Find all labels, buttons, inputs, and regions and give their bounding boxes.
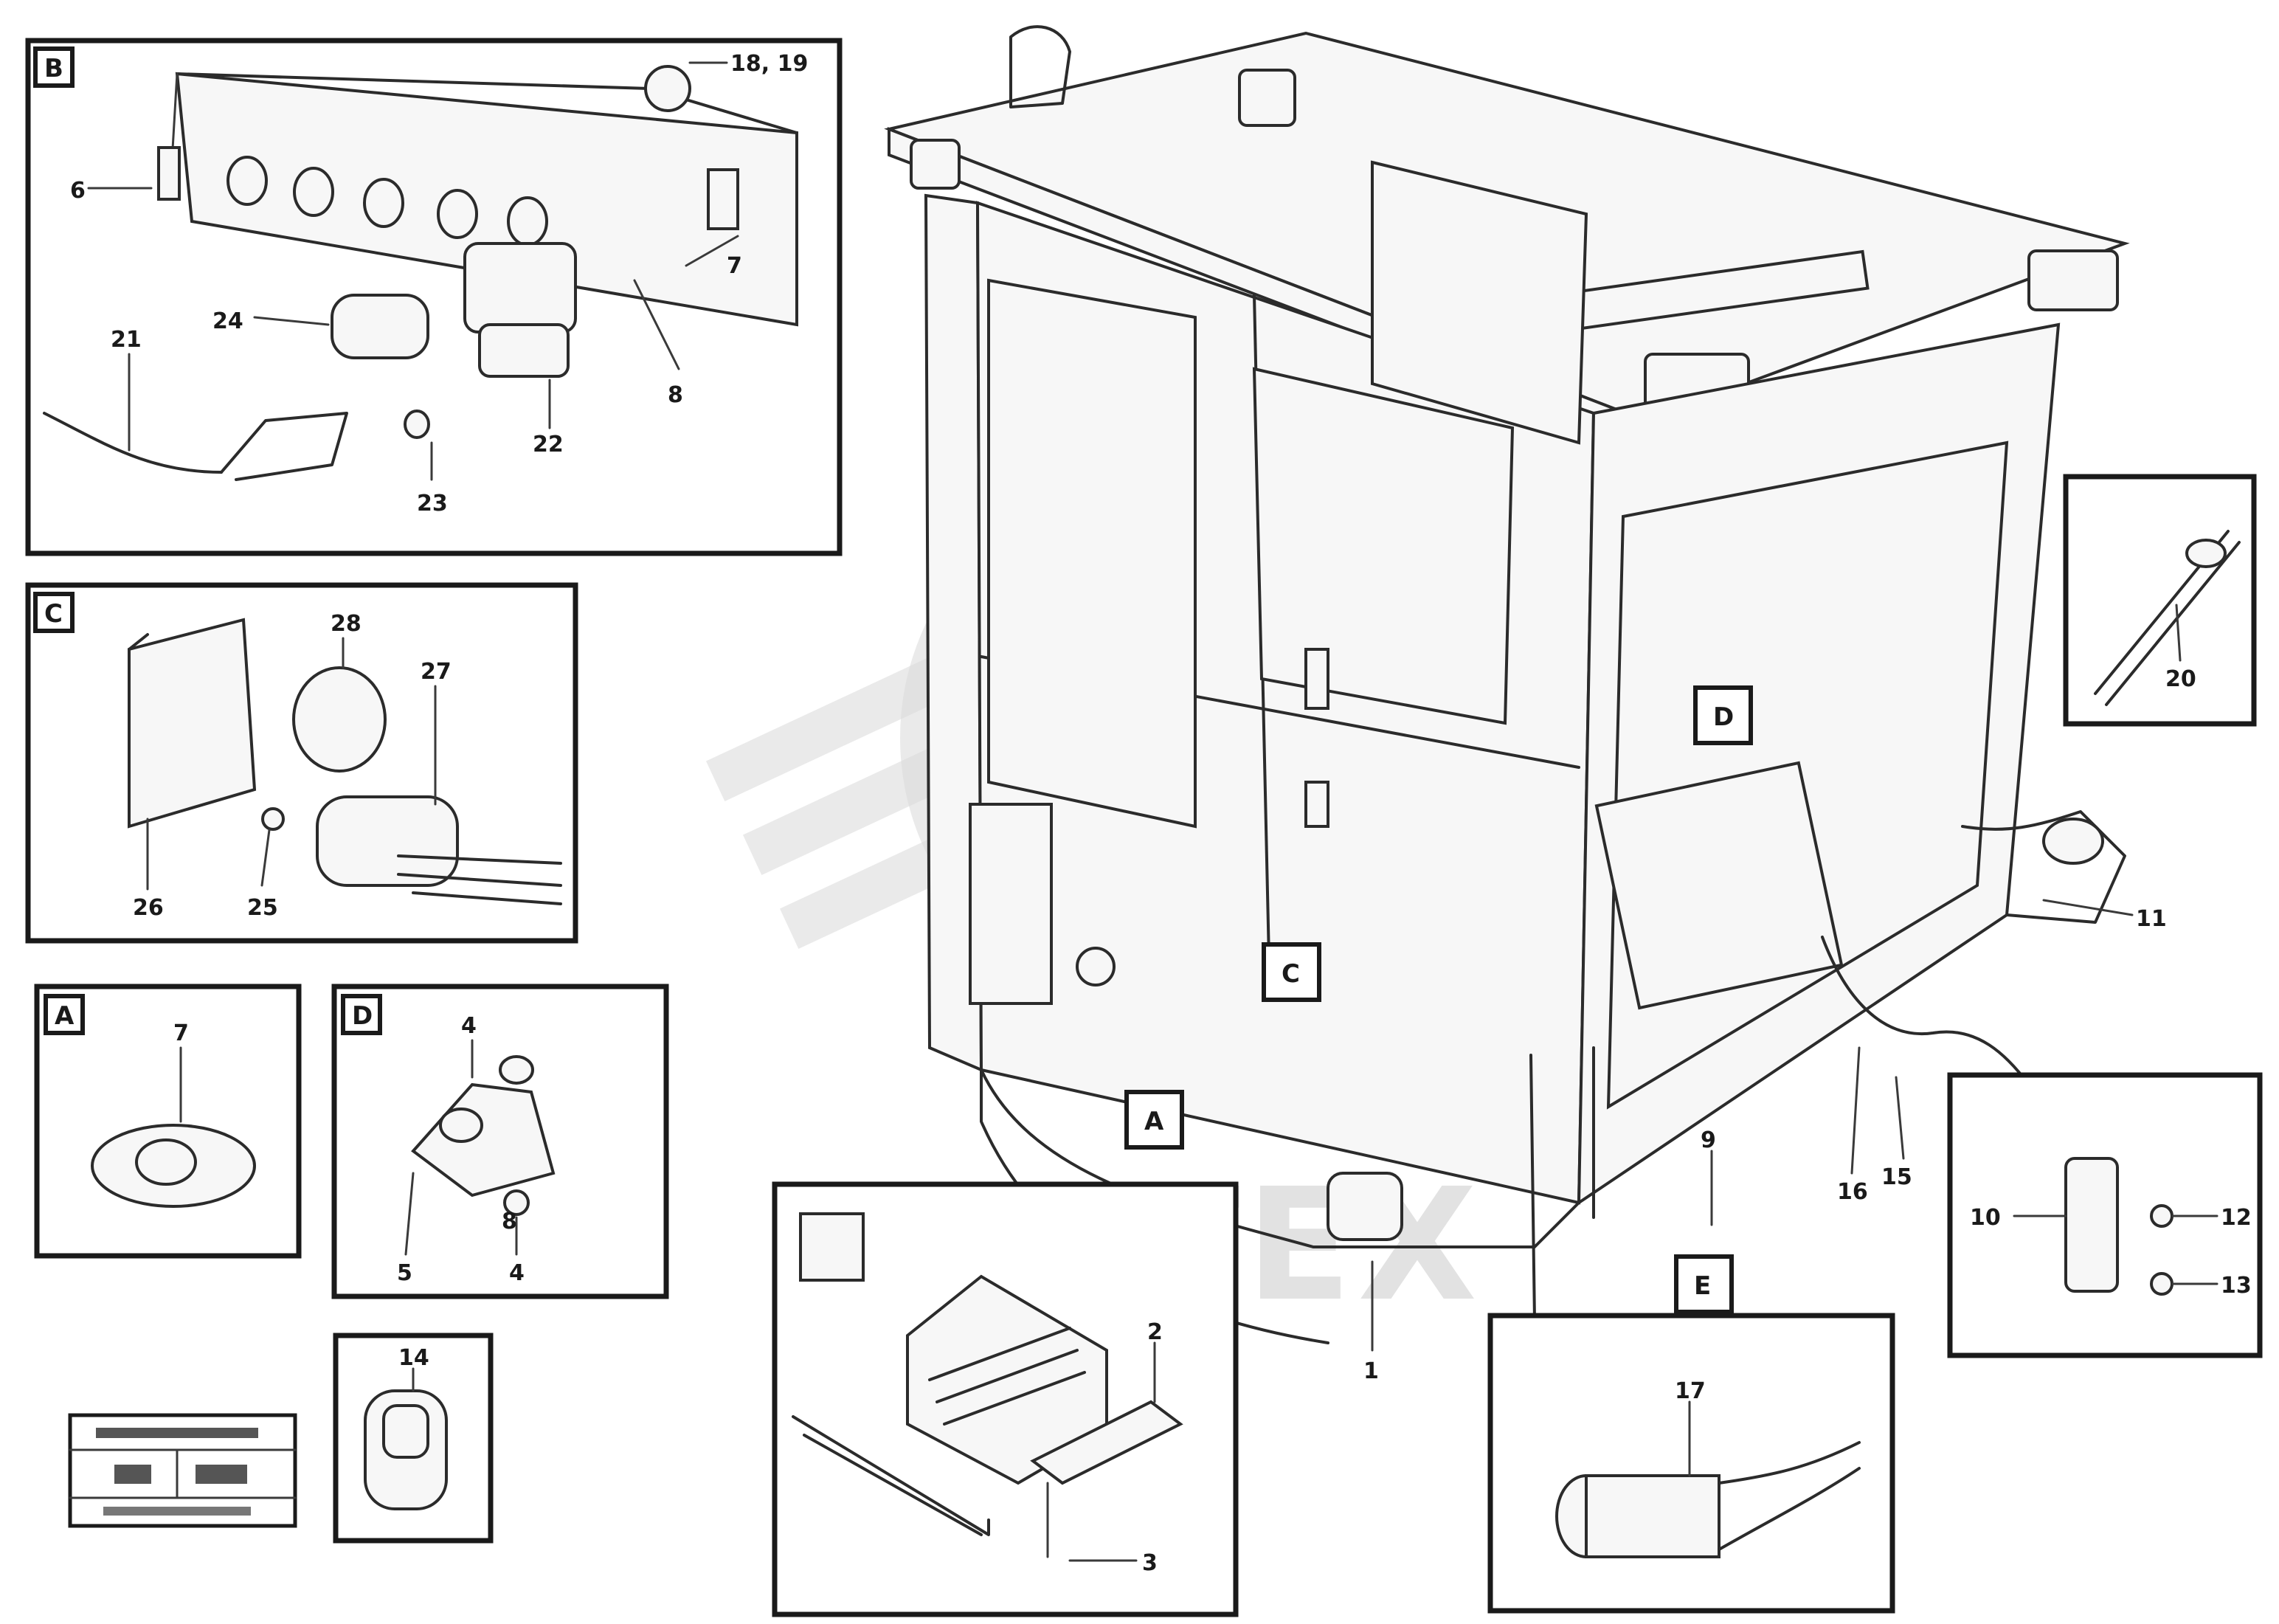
detail-a-panel: A 7: [34, 984, 302, 1259]
label-10: 10: [1970, 1205, 2001, 1231]
label-14: 14: [398, 1345, 429, 1371]
label-13: 13: [2221, 1273, 2252, 1299]
label-4b: 4: [509, 1260, 525, 1286]
detail-b-tag: B: [44, 54, 63, 83]
label-8b: 8: [502, 1209, 517, 1234]
label-3: 3: [1142, 1550, 1158, 1576]
label-9: 9: [1701, 1127, 1716, 1153]
label-7: 7: [727, 253, 742, 279]
label-21: 21: [111, 327, 142, 353]
label-12: 12: [2221, 1205, 2252, 1231]
pedal-detail-panel: 2 3: [772, 1181, 1239, 1617]
detail-c-tag: C: [44, 599, 63, 629]
label-11: 11: [2136, 906, 2167, 932]
label-6: 6: [70, 178, 86, 204]
detail-d-tag: D: [352, 1001, 373, 1031]
label-28: 28: [331, 611, 362, 637]
label-25: 25: [247, 895, 278, 921]
label-24: 24: [212, 308, 243, 334]
part-20-panel: 20: [2063, 474, 2257, 727]
label-27: 27: [421, 659, 452, 685]
approval-stamp: [68, 1413, 297, 1528]
label-18-19: 18, 19: [730, 51, 808, 77]
cab-body: 1 16 15 11 9 D C A E: [884, 25, 2167, 1384]
connector-detail-panel: 10 12 13: [1947, 1072, 2263, 1358]
label-1: 1: [1363, 1358, 1379, 1384]
label-2: 2: [1147, 1319, 1163, 1345]
part-14-panel: 14: [333, 1333, 494, 1544]
detail-d-panel: D 4 5 4 8: [331, 984, 669, 1299]
label-22: 22: [533, 432, 564, 457]
body-tag-e: E: [1694, 1271, 1711, 1301]
detail-b-panel: B 18, 19 6 7 24 21 8 22: [25, 38, 843, 556]
label-15: 15: [1881, 1164, 1912, 1190]
detail-c-panel: C 28 27 26 25: [25, 582, 578, 944]
detail-a-tag: A: [55, 1001, 75, 1031]
label-26: 26: [133, 895, 164, 921]
body-tag-d: D: [1713, 702, 1734, 732]
label-5: 5: [397, 1260, 412, 1286]
body-tag-a: A: [1144, 1107, 1164, 1136]
label-17: 17: [1675, 1378, 1706, 1404]
label-4-detail: 4: [461, 1013, 477, 1039]
body-tag-c: C: [1282, 959, 1300, 989]
label-8: 8: [668, 382, 683, 408]
detail-e-panel: 17: [1487, 1313, 1895, 1614]
label-16: 16: [1837, 1179, 1868, 1205]
label-20: 20: [2165, 666, 2196, 692]
label-23: 23: [417, 491, 448, 516]
label-7-detail-a: 7: [173, 1020, 189, 1046]
